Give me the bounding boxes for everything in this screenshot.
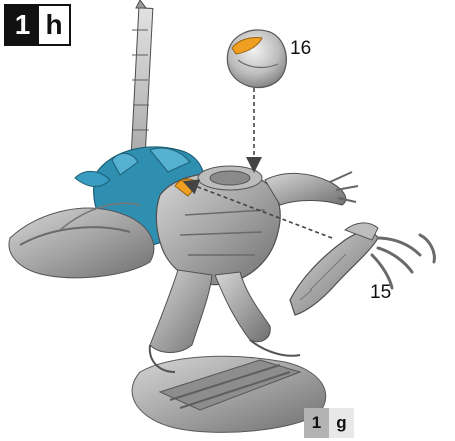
next-step-sub: g (329, 408, 354, 438)
part-16-helmet (227, 30, 286, 87)
right-arm (265, 172, 358, 205)
part-15-arm (290, 223, 434, 315)
step-sub: h (39, 6, 69, 44)
next-step-badge: 1 g (304, 408, 354, 438)
part-15-label: 15 (370, 282, 391, 304)
part-16-label: 16 (290, 38, 311, 60)
step-number: 1 (6, 6, 39, 44)
next-step-number: 1 (304, 408, 329, 438)
armored-torso (156, 166, 280, 285)
step-badge: 1 h (4, 4, 71, 46)
